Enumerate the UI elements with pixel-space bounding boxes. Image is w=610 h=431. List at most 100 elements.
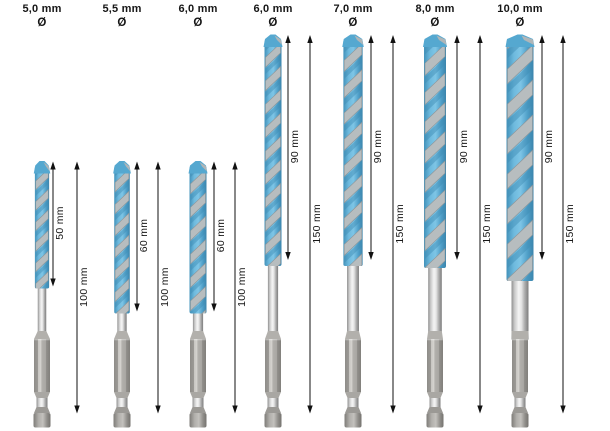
total-length-label: 100 mm xyxy=(236,267,248,307)
bit-diameter-value: 10,0 mm xyxy=(497,3,543,15)
shank-hex xyxy=(34,339,50,392)
flute-length-label: 90 mm xyxy=(372,130,384,164)
shank-flare xyxy=(512,407,528,413)
spiral-land xyxy=(424,160,446,193)
flute-length-dimension: 60 mm xyxy=(211,161,227,312)
spiral-land xyxy=(507,44,533,85)
spiral-land xyxy=(343,42,363,73)
diameter-symbol: Ø xyxy=(348,17,358,29)
shank-hex-end xyxy=(511,413,529,428)
flute-length-label: 50 mm xyxy=(54,206,66,240)
flute-length-label: 90 mm xyxy=(289,130,301,164)
diameter-symbol: Ø xyxy=(117,17,127,29)
spiral-land xyxy=(265,253,281,266)
spiral-land xyxy=(265,206,281,232)
shank-hex xyxy=(114,339,130,392)
drill-tip-chamfer xyxy=(274,35,282,45)
shank-flare xyxy=(345,407,361,413)
spiral-land xyxy=(265,112,281,139)
spiral-land xyxy=(114,212,130,237)
drill-bit xyxy=(188,161,208,428)
spiral-land xyxy=(190,262,206,289)
shank-chamfer xyxy=(265,392,281,398)
drill-tip-chamfer xyxy=(521,35,534,45)
shank-hex-end xyxy=(344,413,362,428)
shank-round xyxy=(511,275,529,340)
spiral-land xyxy=(35,209,49,232)
drill-bit xyxy=(263,34,283,428)
shank-hex-end xyxy=(264,413,282,428)
spiral-land xyxy=(114,168,130,193)
shank-flare xyxy=(34,407,50,413)
shank-round xyxy=(267,260,279,340)
spiral-land xyxy=(114,234,130,259)
total-length-dimension: 150 mm xyxy=(307,35,323,414)
spiral-land xyxy=(265,89,281,115)
spiral-land xyxy=(424,131,446,164)
spiral-land xyxy=(190,285,206,312)
bit-header: 5,5 mm Ø xyxy=(80,3,164,30)
shank-hex xyxy=(345,339,361,392)
spiral-land xyxy=(190,168,206,195)
total-length-label: 150 mm xyxy=(311,204,323,244)
flute-length-label: 60 mm xyxy=(215,219,227,253)
spiral-land xyxy=(35,250,49,273)
shank-groove xyxy=(267,398,279,407)
flute-length-dimension: 60 mm xyxy=(134,161,150,312)
shank-hex xyxy=(190,339,206,392)
shank-round xyxy=(347,260,359,340)
flute-length-label: 90 mm xyxy=(543,130,555,164)
spiral-land xyxy=(507,79,533,120)
drill-bit xyxy=(33,161,51,428)
spiral-land xyxy=(343,174,363,204)
flute-length-dimension: 90 mm xyxy=(285,35,301,260)
shank-collar xyxy=(265,331,281,339)
spiral-land xyxy=(507,219,533,260)
flute xyxy=(114,166,130,314)
flute-length-dimension: 90 mm xyxy=(368,35,384,260)
total-length-label: 100 mm xyxy=(159,267,171,307)
shank-groove xyxy=(514,398,526,407)
spiral-land xyxy=(507,149,533,190)
drill-tip-chamfer xyxy=(123,162,131,172)
shank-collar xyxy=(190,331,206,339)
shank-hex-end xyxy=(33,413,51,428)
shank-hex-end xyxy=(426,413,444,428)
total-length-label: 100 mm xyxy=(78,267,90,307)
flute-length-label: 90 mm xyxy=(458,130,470,164)
shank-hex xyxy=(265,339,281,392)
spiral-land xyxy=(265,42,281,68)
spiral-land xyxy=(265,182,281,209)
drill-bit xyxy=(342,34,364,428)
shank-hex-end xyxy=(189,413,207,428)
shank-collar xyxy=(427,331,443,339)
drill-bit xyxy=(423,34,447,428)
drill-tip-chamfer xyxy=(43,162,50,172)
spiral-land xyxy=(343,95,363,125)
shank-collar xyxy=(34,331,50,339)
shank-groove xyxy=(192,398,204,407)
spiral-land xyxy=(190,215,206,242)
total-length-dimension: 150 mm xyxy=(390,35,406,414)
shank-flare xyxy=(114,407,130,413)
total-length-dimension: 100 mm xyxy=(74,161,90,414)
shank-groove xyxy=(347,398,359,407)
shank-collar xyxy=(511,331,529,339)
shank-groove xyxy=(429,398,441,407)
bit-diameter-value: 5,5 mm xyxy=(102,3,142,15)
drill-tip-chamfer xyxy=(199,162,207,172)
spiral-land xyxy=(35,229,49,252)
total-length-dimension: 100 mm xyxy=(232,161,248,414)
spiral-land xyxy=(35,270,49,289)
spiral-land xyxy=(114,256,130,281)
drill-tip-chamfer xyxy=(436,35,447,45)
flute xyxy=(343,40,363,266)
spiral-land xyxy=(343,121,363,151)
spiral-land xyxy=(507,114,533,155)
bit-diameter-value: 5,0 mm xyxy=(22,3,62,15)
spiral-land xyxy=(343,69,363,99)
